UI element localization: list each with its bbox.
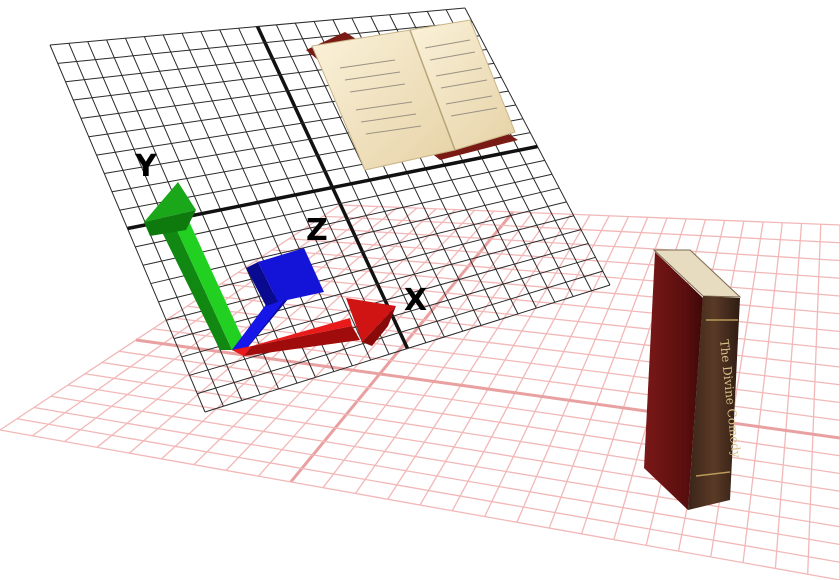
z-axis-label: Z: [306, 213, 328, 248]
open-book-icon: [306, 20, 518, 170]
x-axis-label: X: [404, 283, 427, 318]
closed-book-icon: The Divine Comedy: [644, 250, 743, 510]
y-axis-label: Y: [134, 149, 158, 184]
plane-grid-line: [135, 160, 545, 247]
plane-grid-line: [159, 202, 567, 302]
